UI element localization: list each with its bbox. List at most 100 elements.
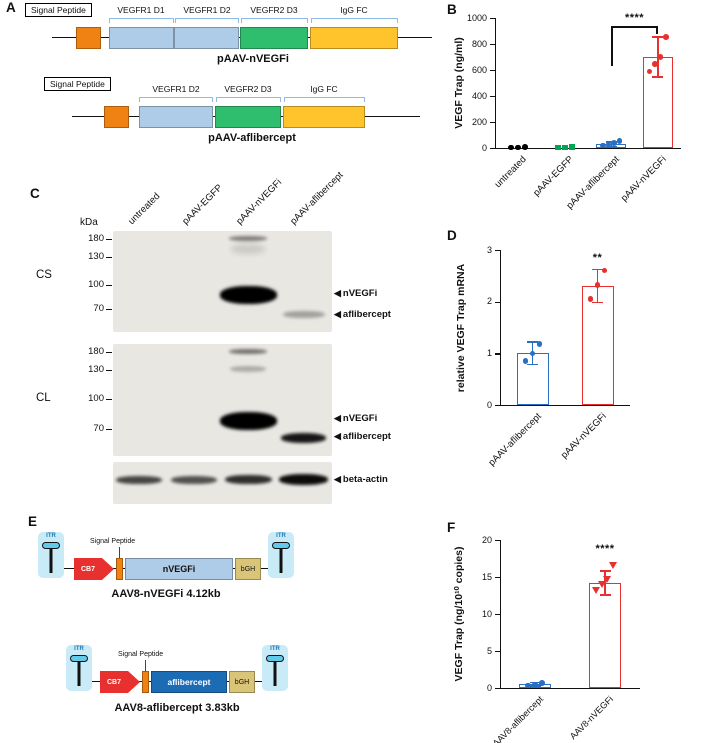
signal-peptide-box [76,27,101,49]
left-arrowhead-icon: ◀ [334,309,341,319]
y-tick-mark [495,688,500,690]
vegfr1-d2-box [139,106,213,128]
y-tick-label: 10 [481,608,492,619]
y-axis-title: VEGF Trap (ng/ml) [453,37,465,129]
data-point [587,296,594,302]
y-tick-mark [495,405,500,407]
left-arrowhead-icon: ◀ [334,288,341,298]
error-bar-cap [605,145,617,148]
left-arrowhead-icon: ◀ [334,431,341,441]
bracket-line [139,97,213,102]
error-bar-cap [527,341,538,343]
bracket-line [109,18,174,23]
y-tick-label: 200 [471,116,487,127]
cb7-promoter-arrow: CB7 [100,671,140,693]
y-tick-mark [495,614,500,616]
protein-band [229,349,267,354]
y-tick-mark [490,18,495,20]
signal-peptide-label: Signal Peptide [25,3,92,17]
y-axis [495,18,497,149]
data-point [539,680,545,686]
segment-label-vegfr2-d3: VEGFR2 D3 [224,84,272,94]
segment-label-vegfr1-d2: VEGFR1 D2 [183,5,231,15]
x-category-label: pAAV-nVEGFi [558,411,609,461]
error-bar-cap [527,363,538,366]
x-axis [500,688,640,690]
band-annotation-text: nVEGFi [342,413,378,424]
kda-marker: 130 [88,251,104,262]
bracket-line [311,18,398,23]
data-point [605,141,612,148]
y-tick-mark [495,540,500,542]
kda-unit-label: kDa [80,217,98,228]
marker-tick [106,399,112,401]
error-bar-cap [652,36,664,38]
y-axis [500,540,502,689]
panel-label-f: F [447,520,456,535]
error-bar-cap [599,594,611,596]
data-point [522,144,529,150]
nvegfi-band [220,412,277,430]
data-point [561,144,568,151]
data-point [554,144,561,151]
actin-band [116,476,162,484]
segment-label-igg-fc: IgG FC [340,5,368,15]
lane-label-paav-nvegfi: pAAV-nVEGFi [234,177,285,227]
y-tick-mark [495,651,500,653]
band-annotation-aflibercept: ◀aflibercept [334,309,391,320]
itr-hairpin-icon [272,542,290,549]
marker-tick [106,370,112,372]
sig-stars: **** [595,543,615,556]
band-annotation-text: nVEGFi [342,288,378,299]
x-category-label: pAAV-nVEGFi [618,154,669,204]
itr-label: ITR [276,533,286,539]
bracket-line [216,97,281,102]
cb7-promoter-arrow: CB7 [74,558,114,580]
y-axis [500,250,502,406]
data-point [601,267,608,274]
band-annotation-beta-actin: ◀beta-actin [334,474,388,485]
construct-name: pAAV-nVEGFi [217,53,289,65]
itr-stem-icon [273,662,277,686]
panel-label-e: E [28,514,38,529]
data-point [600,142,606,149]
data-point [611,140,617,146]
data-point [608,561,617,569]
left-arrowhead-icon: ◀ [334,474,341,484]
band-annotation-aflibercept: ◀aflibercept [334,431,391,442]
kda-marker: 180 [88,346,104,357]
kda-marker: 180 [88,233,104,244]
y-tick-mark [490,148,495,150]
bar-AAV8-nVEGFi [589,582,621,688]
sig-bracket-leg [656,26,658,35]
itr-element: ITR [38,532,64,578]
itr-hairpin-icon [70,655,88,662]
error-bar-cap [592,268,603,271]
cs-blot-membrane [113,231,332,332]
construct-name: AAV8-nVEGFi 4.12kb [111,588,221,600]
y-tick-label: 2 [486,296,492,307]
protein-band-smear [231,244,265,254]
actin-band [225,475,272,484]
aflibercept-gene-box: aflibercept [151,671,227,693]
band-annotation-text: aflibercept [342,309,391,320]
y-tick-mark [490,122,495,124]
y-tick-label: 15 [481,571,492,582]
kda-marker: 100 [88,393,104,404]
data-point [652,61,658,67]
itr-element: ITR [66,645,92,691]
y-tick-label: 400 [471,90,487,101]
band-annotation-text: aflibercept [342,431,391,442]
panel-label-d: D [447,228,457,243]
panel-label-c: C [30,186,40,201]
x-axis [500,405,630,407]
sig-bracket-top [611,26,658,28]
signal-peptide-label: Signal Peptide [90,538,136,545]
data-point [663,34,669,40]
panel-label-b: B [447,2,457,17]
y-tick-label: 0 [486,682,492,693]
